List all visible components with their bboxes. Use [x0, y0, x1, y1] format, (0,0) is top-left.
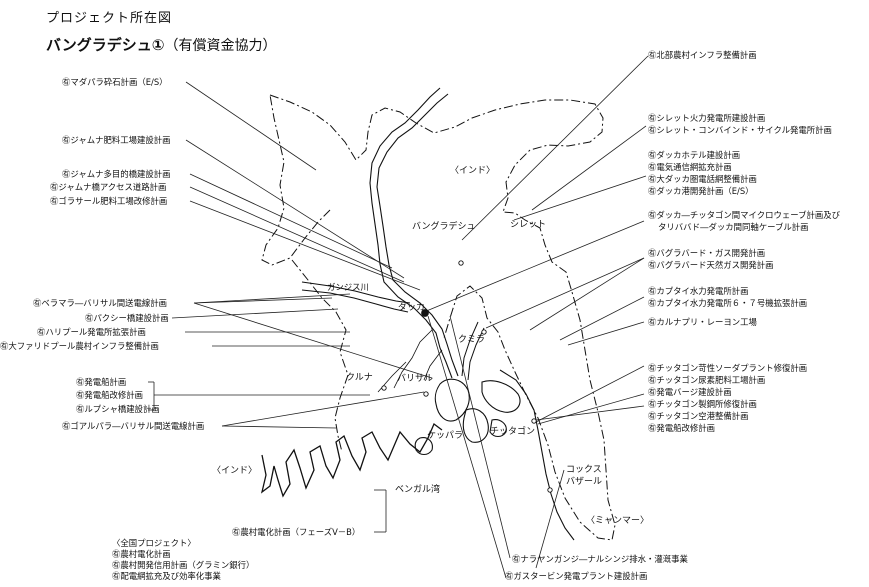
label-dhaka: ダッカ — [398, 303, 426, 313]
label-ganges: ガンジス川 — [327, 282, 369, 292]
label-myanmar: 〈ミャンマー〉 — [586, 516, 650, 526]
project-gopalganj: ㊒ゴアルパラ―バリサル間送電線計画 — [62, 421, 205, 431]
national-border — [261, 94, 616, 541]
nationwide-projects: 〈全国プロジェクト〉 ㊒農村電化計画 ㊒農村開発信用計画（グラミン銀行） ㊒配電… — [112, 538, 254, 582]
project-ctg-soda: ㊒チッタゴン苛性ソーダプラント修復計画 — [648, 363, 808, 373]
bangladesh-point — [458, 260, 464, 266]
label-sylhet: シレット — [510, 220, 547, 230]
project-power-barge-refit: ㊒発電船改修計画 — [648, 423, 715, 433]
project-paksey: ㊒パクシー橋建設計画 — [85, 313, 169, 323]
project-bakhrabad-gas: ㊒バグラバード・ガス開発計画 — [648, 248, 766, 258]
label-barisal: バリサル — [397, 374, 434, 384]
project-ghorasal: ㊒ゴラサール肥料工場改修計画 — [50, 196, 168, 206]
project-karnaphuli-rayon: ㊒カルナプリ・レーヨン工場 — [648, 317, 757, 327]
label-india-ne: 〈インド〉 — [450, 166, 496, 176]
project-dhaka-hotel: ㊒ダッカホテル建設計画 — [648, 150, 741, 160]
leader-lines — [148, 55, 649, 579]
eastern-coast — [499, 369, 575, 541]
label-khepupara: ケッパラ — [427, 431, 464, 441]
project-power-barge-1: ㊒発電船計画 — [76, 377, 127, 387]
label-coxs-bazar-1: コックス — [566, 465, 602, 475]
label-chittagong: チッタゴン — [490, 427, 536, 437]
project-kaptai-hydro: ㊒カプタイ水力発電所計画 — [648, 286, 749, 296]
chittagong-marker — [531, 418, 537, 424]
label-india-w: 〈インド〉 — [212, 466, 258, 476]
project-rupsha: ㊒ルプシャ橋建設計画 — [76, 404, 160, 414]
project-power-barge-2: ㊒発電船改修計画 — [76, 390, 143, 400]
project-bakhrabad-field: ㊒バグラバード天然ガス開発計画 — [648, 260, 774, 270]
project-narayanganj: ㊒ナラヤンガンジ―ナルシンジ排水・灌漑事業 — [512, 554, 688, 564]
ganges-river-bank — [301, 289, 409, 313]
project-ctg-urea: ㊒チッタゴン尿素肥料工場計画 — [648, 375, 766, 385]
project-madhupur: ㊒マダパラ砕石計画（E/S） — [62, 77, 168, 87]
ganges-river — [301, 281, 411, 304]
nationwide-item: ㊒農村電化計画 — [112, 549, 171, 559]
project-rural-elec: ㊒農村電化計画（フェーズV－B） — [232, 527, 361, 537]
subtitle-main: バングラデシュ① — [46, 36, 165, 54]
barisal-marker — [423, 391, 429, 397]
project-bheramara: ㊒ベラマラ―バリサル間送電線計画 — [33, 298, 167, 308]
nationwide-heading: 〈全国プロジェクト〉 — [112, 538, 196, 548]
project-ctg-steel: ㊒チッタゴン製鋼所修復計画 — [648, 399, 757, 409]
dhaka-marker — [421, 309, 429, 317]
estuary-islands — [414, 378, 521, 456]
label-khulna: クルナ — [346, 373, 373, 383]
meghna-river — [461, 321, 485, 381]
project-faridpur: ㊒大ファリドプール農村インフラ整備計画 — [0, 341, 159, 351]
page-title: プロジェクト所在図 — [46, 11, 173, 26]
project-jamuna-fert: ㊒ジャムナ肥料工場建設計画 — [62, 135, 171, 145]
label-bay-of-bengal: ベンガル湾 — [395, 485, 441, 495]
project-kaptai-67: ㊒カプタイ水力発電所６・７号機拡張計画 — [648, 298, 808, 308]
project-sylhet-combined: ㊒シレット・コンバインド・サイクル発電所計画 — [648, 125, 832, 135]
khulna-marker — [381, 385, 387, 391]
coxs-bazar-marker — [547, 487, 553, 493]
project-sylhet-thermal: ㊒シレット火力発電所建設計画 — [648, 113, 766, 123]
comilla-marker — [481, 329, 487, 335]
label-comilla: クミラ — [458, 335, 486, 345]
nationwide-item: ㊒農村開発信用計画（グラミン銀行） — [112, 560, 255, 570]
subtitle-note: （有償資金協力） — [164, 38, 277, 54]
label-bangladesh: バングラデシュ — [412, 222, 476, 232]
project-microwave-1: ㊒ダッカ―チッタゴン間マイクロウェーブ計画及び — [648, 210, 840, 220]
project-greater-dhaka-tel: ㊒大ダッカ圏電話網整備計画 — [648, 174, 757, 184]
jamuna-river — [369, 87, 453, 379]
jamuna-river-bank — [376, 93, 459, 377]
project-power-barge-repair: ㊒発電バージ建設計画 — [648, 387, 732, 397]
sundarbans-coast — [260, 422, 443, 498]
nationwide-item: ㊒配電網拡充及び効率化事業 — [112, 571, 221, 581]
label-coxs-bazar-2: バザール — [566, 477, 603, 487]
project-gas-turbine: ㊒ガスタービン発電プラント建設計画 — [505, 571, 648, 581]
page-subtitle: バングラデシュ①（有償資金協力） — [46, 36, 277, 54]
project-haripur: ㊒ハリプール発電所拡張計画 — [37, 327, 146, 337]
project-telecom-expansion: ㊒電気通信網拡充計画 — [648, 162, 732, 172]
project-dhaka-port: ㊒ダッカ港開発計画（E/S） — [648, 186, 754, 196]
project-ctg-airport: ㊒チッタゴン空港整備計画 — [648, 411, 749, 421]
project-northern-rural: ㊒北部農村インフラ整備計画 — [648, 50, 757, 60]
project-microwave-2: タリババド―ダッカ間同軸ケーブル計画 — [658, 222, 809, 232]
project-jamuna-bridge: ㊒ジャムナ多目的橋建設計画 — [62, 169, 171, 179]
project-jamuna-access: ㊒ジャムナ橋アクセス道路計画 — [50, 182, 167, 192]
